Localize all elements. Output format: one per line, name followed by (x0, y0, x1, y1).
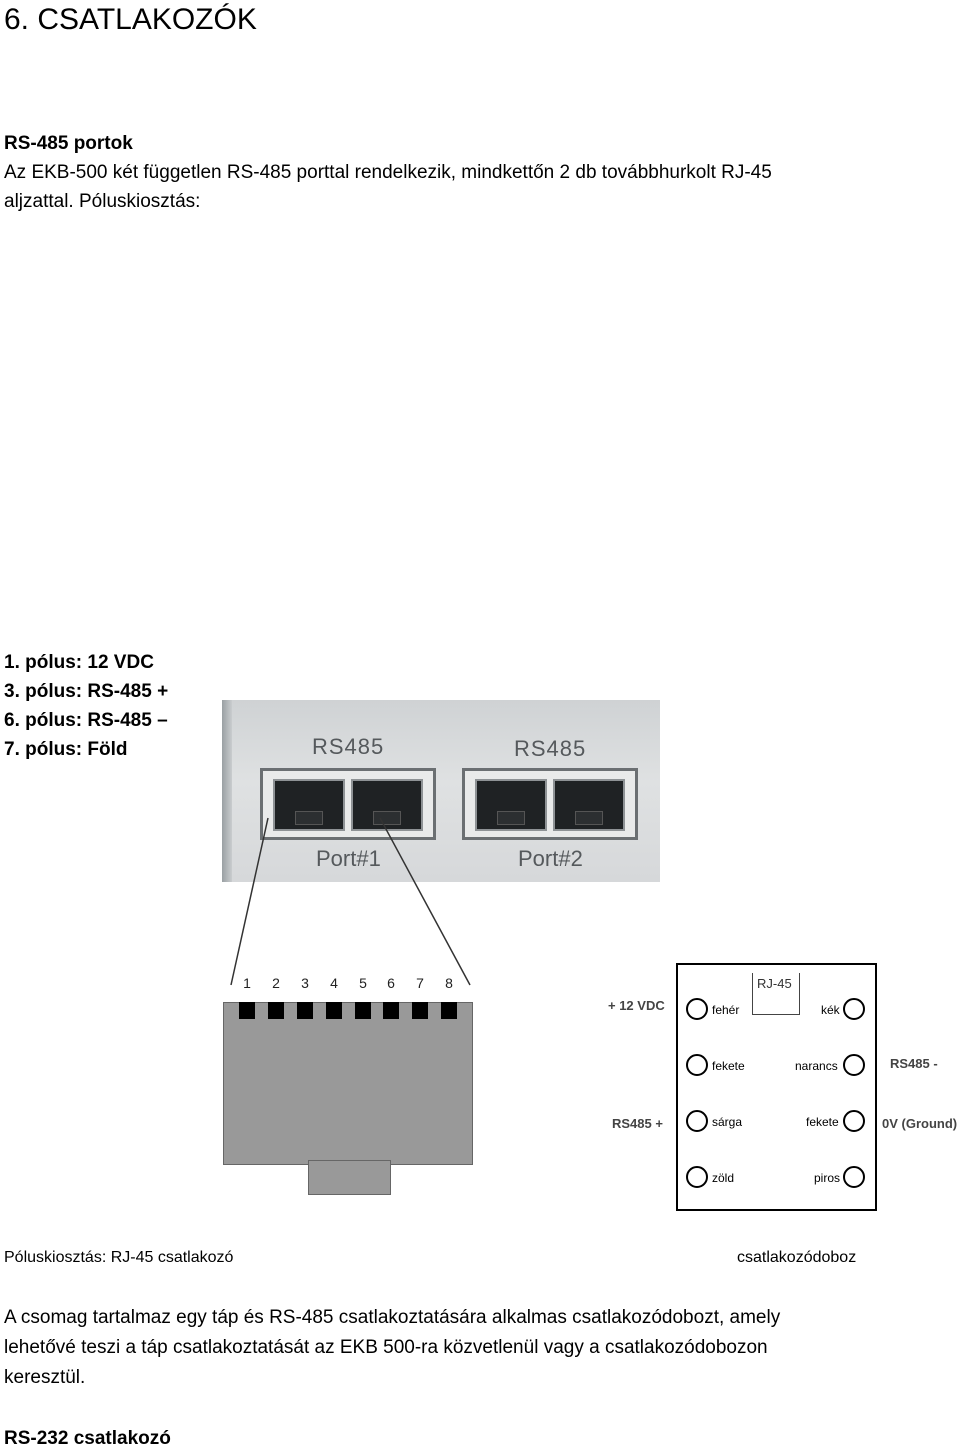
caption-rj45: Póluskiosztás: RJ-45 csatlakozó (4, 1249, 234, 1266)
plug-pin (268, 1002, 284, 1019)
rj45-plug-tab (308, 1160, 391, 1195)
pole-item-1: 1. pólus: 12 VDC (4, 652, 154, 673)
paragraph-line-3: keresztül. (4, 1367, 86, 1388)
wire-label: piros (814, 1171, 841, 1185)
pin-number: 1 (243, 975, 251, 991)
pole-item-3: 3. pólus: RS-485 + (4, 681, 169, 702)
intro-line-1: Az EKB-500 két független RS-485 porttal … (4, 162, 772, 183)
pin-number: 5 (359, 975, 367, 991)
rj45-jack (273, 779, 345, 831)
terminal-circle (843, 998, 865, 1020)
plug-pin (326, 1002, 342, 1019)
port-frame-2 (462, 768, 638, 840)
paragraph-line-1: A csomag tartalmaz egy táp és RS-485 csa… (4, 1307, 781, 1328)
port-group-label-1: RS485 (312, 734, 385, 759)
label-rs485-plus: RS485 + (612, 1116, 663, 1131)
wire-label: fehér (712, 1003, 740, 1017)
label-ground: 0V (Ground) (882, 1116, 958, 1131)
rj45-header-label: RJ-45 (757, 976, 792, 991)
label-rs485-minus: RS485 - (890, 1056, 938, 1071)
plug-pin (383, 1002, 399, 1019)
plug-pin (297, 1002, 313, 1019)
rs485-ports-photo: RS485 RS485 Port#1 Port#2 (222, 700, 660, 882)
rj45-jack (553, 779, 625, 831)
rj45-jack (351, 779, 423, 831)
pin-number: 4 (330, 975, 338, 991)
section-title-rs485: RS-485 portok (4, 133, 133, 154)
terminal-circle (686, 998, 708, 1020)
device-edge (222, 700, 232, 882)
terminal-circle (843, 1054, 865, 1076)
wire-label: zöld (712, 1171, 735, 1185)
rj45-jack (475, 779, 547, 831)
terminal-circle (686, 1110, 708, 1132)
terminal-circle (686, 1054, 708, 1076)
section-title-rs232: RS-232 csatlakozó (4, 1428, 171, 1449)
port-frame-1 (260, 768, 436, 840)
terminal-circle (843, 1110, 865, 1132)
rj45-plug-body (223, 1002, 473, 1165)
pin-number: 6 (387, 975, 395, 991)
port-label-2: Port#2 (518, 846, 583, 871)
pin-number: 8 (445, 975, 453, 991)
caption-connector-box: csatlakozódoboz (737, 1249, 857, 1266)
pin-number: 7 (416, 975, 424, 991)
wire-label: kék (821, 1003, 840, 1017)
plug-pin (441, 1002, 457, 1019)
connector-box-rj45-header: RJ-45 (752, 973, 800, 1015)
terminal-circle (686, 1166, 708, 1188)
wire-label: fekete (712, 1059, 745, 1073)
page-title: 6. CSATLAKOZÓK (4, 3, 257, 36)
pin-number: 2 (272, 975, 280, 991)
plug-pin (239, 1002, 255, 1019)
terminal-circle (843, 1166, 865, 1188)
port-label-1: Port#1 (316, 846, 381, 871)
pole-item-6: 6. pólus: RS-485 – (4, 710, 168, 731)
plug-pin (355, 1002, 371, 1019)
wire-label: sárga (712, 1115, 743, 1129)
paragraph-line-2: lehetővé teszi a táp csatlakoztatását az… (4, 1337, 768, 1358)
intro-line-2: aljzattal. Póluskiosztás: (4, 191, 201, 212)
pole-item-7: 7. pólus: Föld (4, 739, 128, 760)
leader-line-right (379, 817, 471, 986)
port-group-label-2: RS485 (514, 736, 587, 761)
plug-pin (412, 1002, 428, 1019)
leader-line-left (230, 817, 269, 986)
label-12vdc: + 12 VDC (608, 998, 665, 1013)
wire-label: narancs (795, 1059, 838, 1073)
wire-label: fekete (806, 1115, 839, 1129)
pin-number: 3 (301, 975, 309, 991)
